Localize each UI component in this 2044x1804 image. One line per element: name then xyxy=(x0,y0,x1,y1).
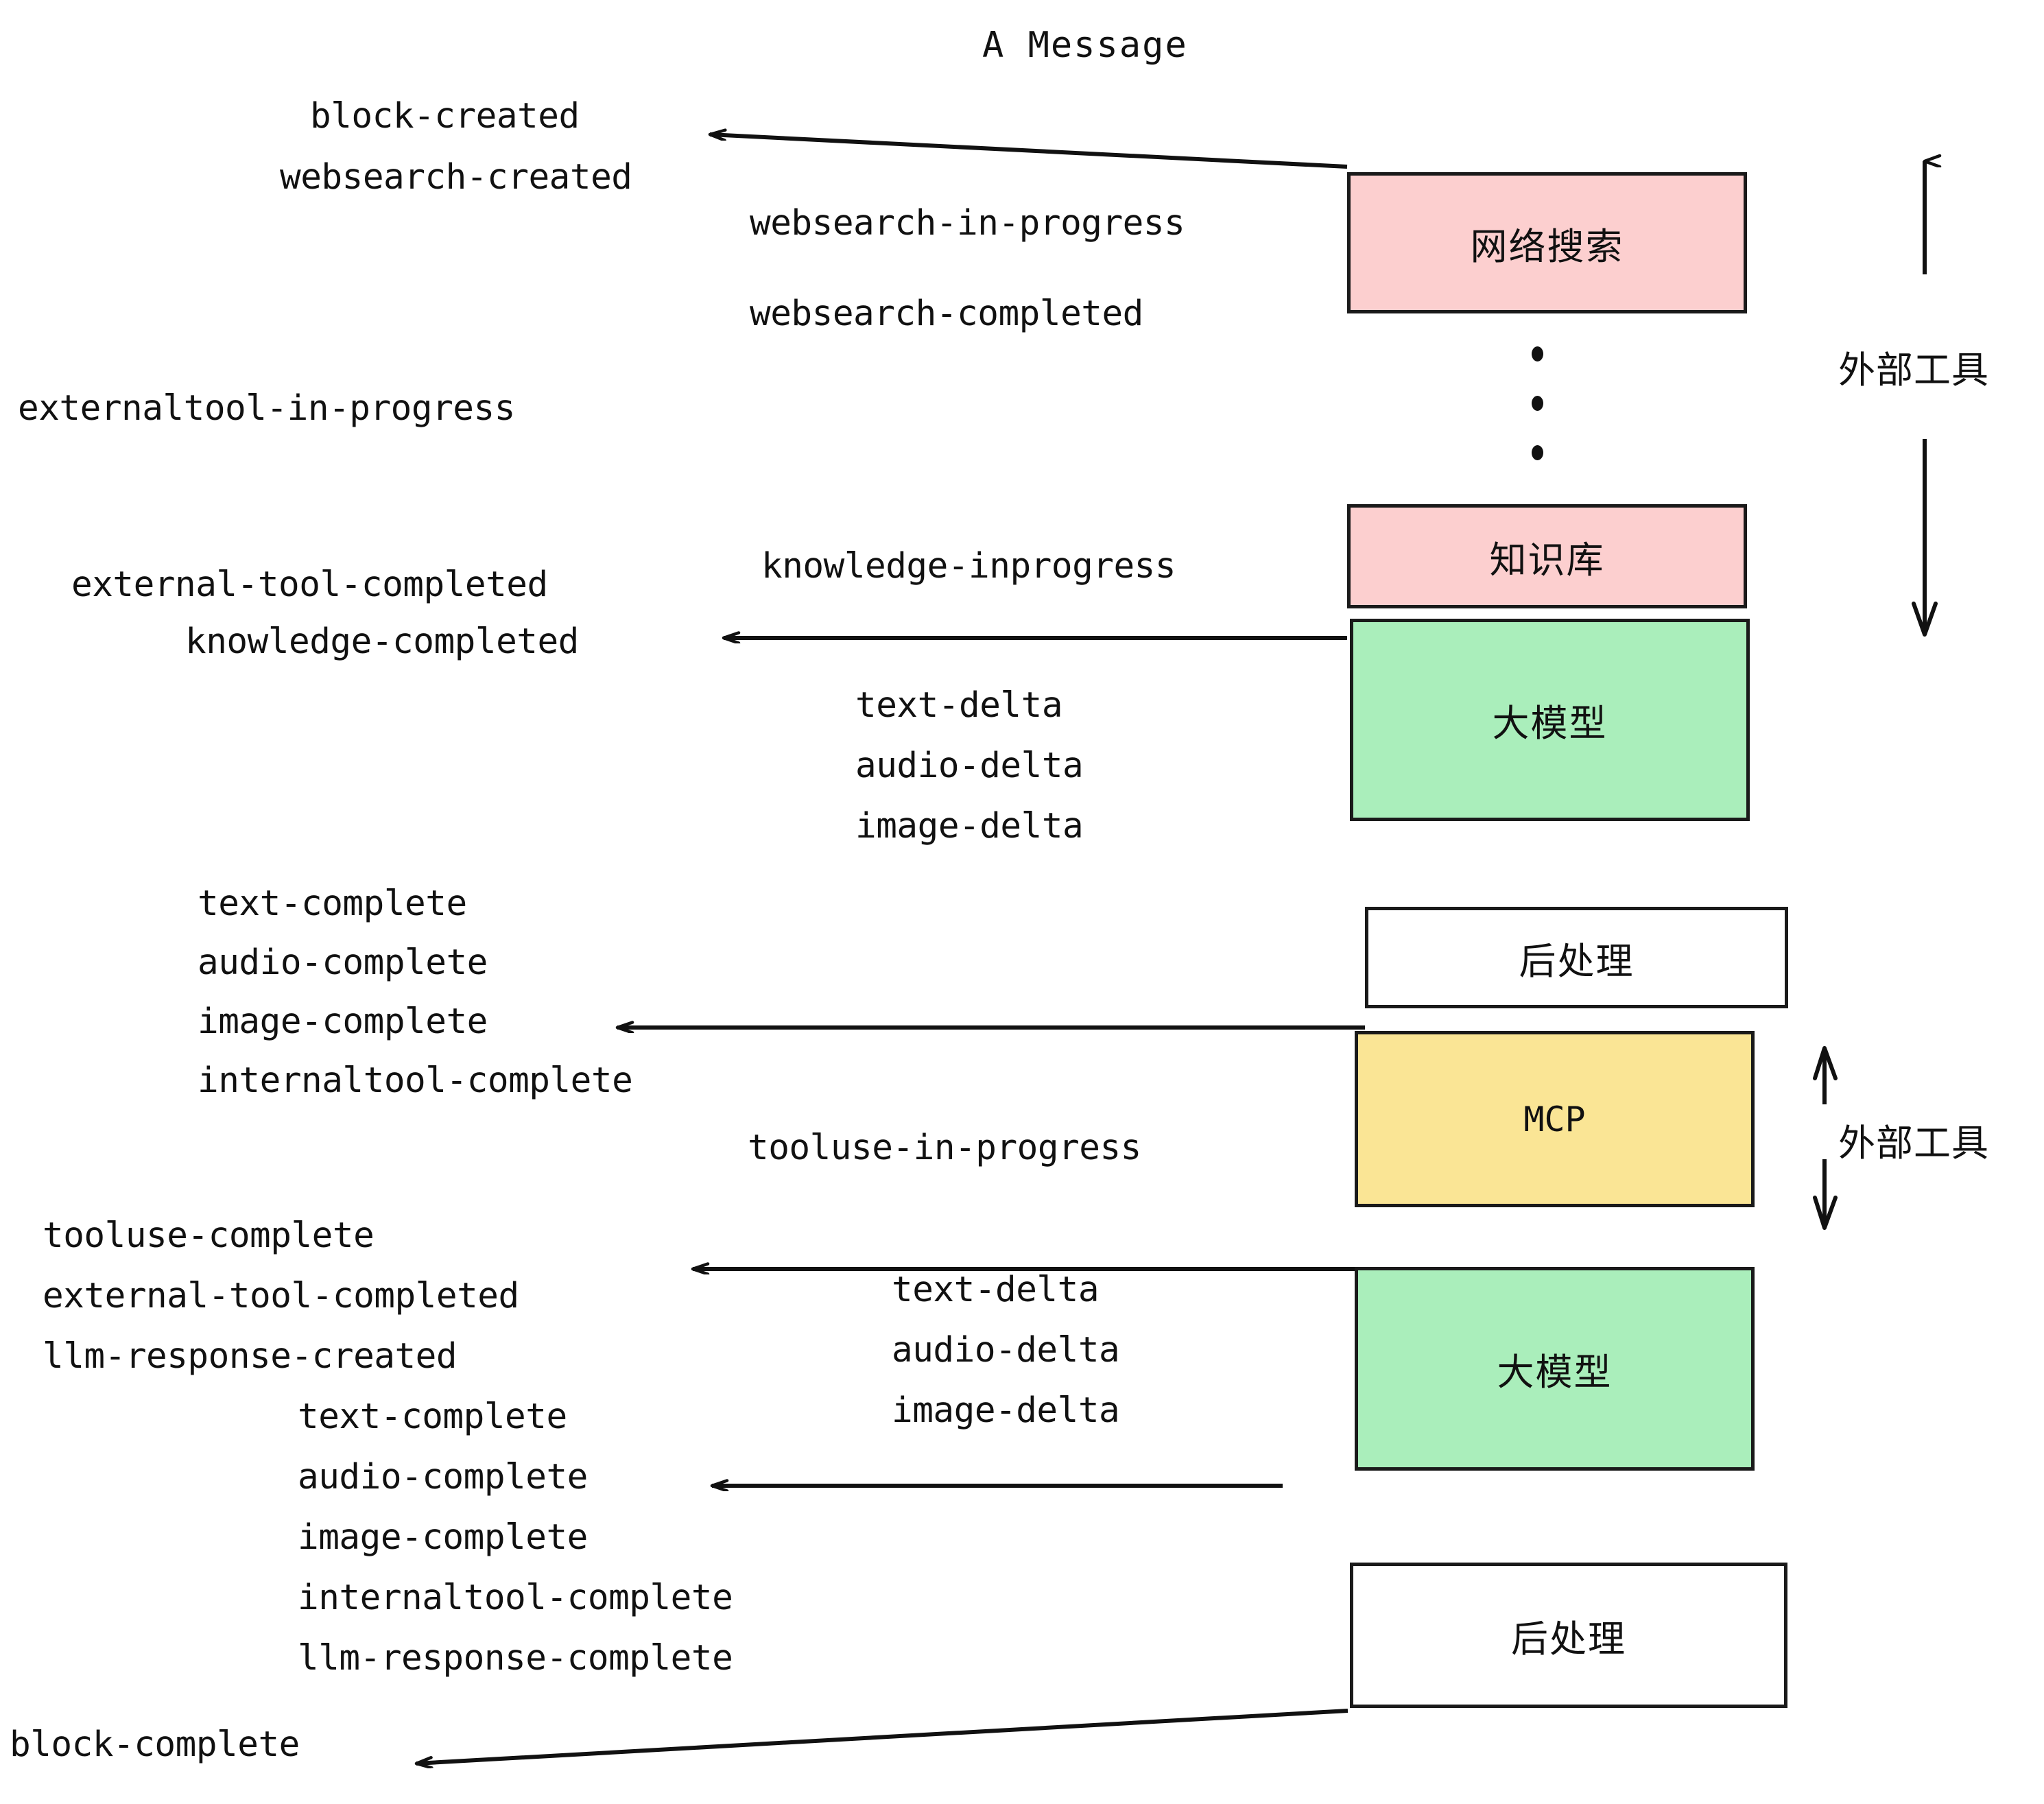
event-label-websearch-completed: websearch-completed xyxy=(750,294,1143,334)
event-label-text-delta-1: text-delta xyxy=(855,685,1063,726)
event-label-audio-delta-2: audio-delta xyxy=(892,1330,1120,1370)
box-label-mcp: MCP xyxy=(1523,1099,1586,1139)
box-label-llm-2: 大模型 xyxy=(1497,1351,1613,1394)
event-label-knowledge-inprogress: knowledge-inprogress xyxy=(761,546,1176,586)
event-label-text-complete-1: text-complete xyxy=(198,883,467,924)
box-label-postprocess-1: 后处理 xyxy=(1519,939,1635,983)
event-label-image-delta-2: image-delta xyxy=(892,1390,1120,1431)
double-arrow-external-tools-2-head-down xyxy=(1813,1196,1838,1230)
ellipsis-dot-2 xyxy=(1532,396,1543,411)
box-web-search[interactable]: 网络搜索 xyxy=(1347,172,1747,313)
event-label-external-tool-completed-2: external-tool-completed xyxy=(43,1276,519,1316)
event-label-websearch-in-progress: websearch-in-progress xyxy=(750,203,1185,244)
event-label-audio-complete-1: audio-complete xyxy=(198,942,488,983)
box-label-web-search: 网络搜索 xyxy=(1470,224,1624,268)
box-label-postprocess-2: 后处理 xyxy=(1511,1617,1626,1661)
side-label-external-tools-2: 外部工具 xyxy=(1838,1121,1989,1165)
event-label-tooluse-complete: tooluse-complete xyxy=(43,1215,375,1256)
event-label-websearch-created: websearch-created xyxy=(280,157,632,198)
ellipsis-dot-1 xyxy=(1532,346,1543,361)
event-label-external-tool-completed-1: external-tool-completed xyxy=(71,565,548,605)
box-knowledge-base[interactable]: 知识库 xyxy=(1347,504,1747,608)
box-postprocess-1[interactable]: 后处理 xyxy=(1365,907,1788,1008)
event-label-text-complete-2: text-complete xyxy=(298,1397,567,1437)
event-label-text-delta-2: text-delta xyxy=(892,1270,1100,1310)
event-label-image-complete-1: image-complete xyxy=(198,1001,488,1042)
arrow-websearch-to-block-created xyxy=(710,134,1348,169)
event-label-tooluse-in-progress: tooluse-in-progress xyxy=(748,1128,1141,1168)
event-label-image-delta-1: image-delta xyxy=(855,806,1084,846)
double-arrow-external-tools-1-head-down xyxy=(1912,602,1938,637)
event-label-block-complete: block-complete xyxy=(10,1724,300,1765)
event-label-block-created: block-created xyxy=(310,96,580,137)
box-label-llm-1: 大模型 xyxy=(1492,702,1608,745)
double-arrow-external-tools-2-head-up xyxy=(1813,1046,1838,1080)
box-mcp[interactable]: MCP xyxy=(1355,1031,1755,1207)
event-label-knowledge-completed: knowledge-completed xyxy=(185,621,579,662)
page-title: A Message xyxy=(982,25,1188,66)
event-label-llm-response-created: llm-response-created xyxy=(43,1336,457,1377)
box-postprocess-2[interactable]: 后处理 xyxy=(1350,1563,1787,1708)
event-label-internaltool-complete-1: internaltool-complete xyxy=(198,1060,633,1101)
arrow-postprocess2-to-block-complete xyxy=(416,1709,1348,1764)
box-llm-2[interactable]: 大模型 xyxy=(1355,1267,1755,1471)
event-label-externaltool-in-progress: externaltool-in-progress xyxy=(18,388,515,429)
event-label-audio-delta-1: audio-delta xyxy=(855,746,1084,786)
event-label-image-complete-2: image-complete xyxy=(298,1517,588,1558)
event-label-internaltool-complete-2: internaltool-complete xyxy=(298,1578,733,1618)
event-label-llm-response-complete: llm-response-complete xyxy=(298,1638,733,1678)
box-label-knowledge-base: 知识库 xyxy=(1489,538,1605,582)
event-label-audio-complete-2: audio-complete xyxy=(298,1457,588,1497)
box-llm-1[interactable]: 大模型 xyxy=(1350,619,1750,821)
ellipsis-dot-3 xyxy=(1532,445,1543,460)
side-label-external-tools-1: 外部工具 xyxy=(1838,348,1989,392)
